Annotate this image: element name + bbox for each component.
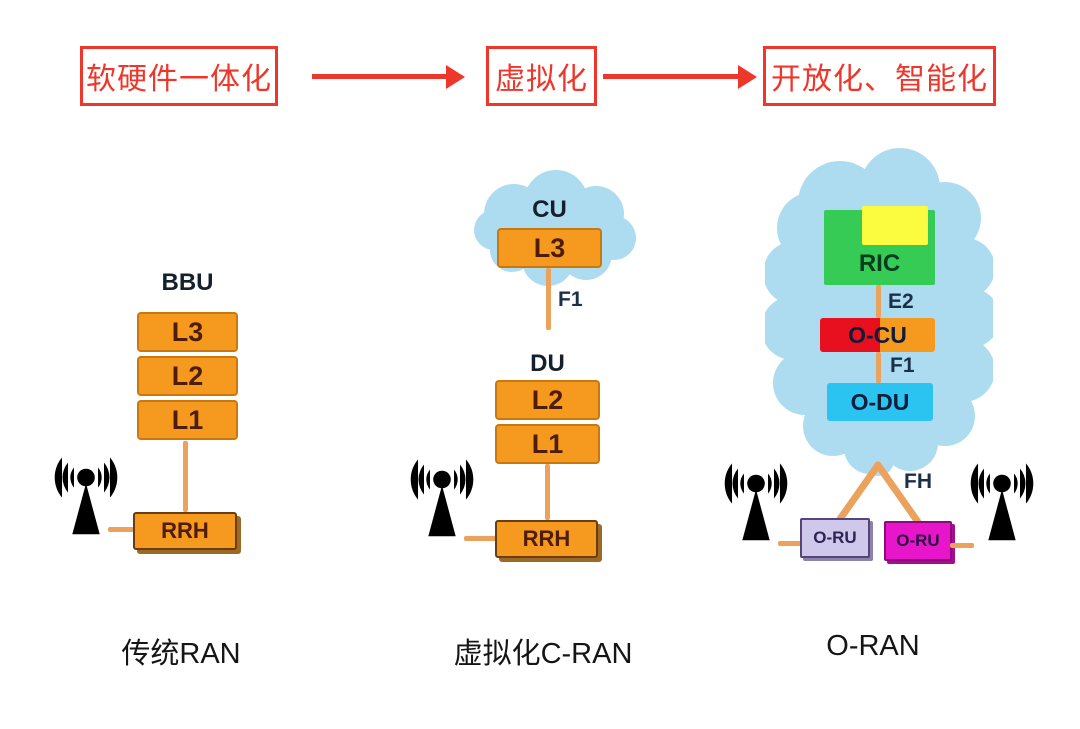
flow-arrow-1-head-icon <box>446 65 465 89</box>
bbu-layer-l2-box: L2 <box>137 356 238 396</box>
caption-oran: O-RAN <box>826 630 920 662</box>
f1-connector-cran <box>546 268 551 330</box>
rrh-box-cran: RRH <box>495 520 598 558</box>
f1-connector-oran <box>876 352 881 383</box>
flow-stage-integrated-hw-sw: 软硬件一体化 <box>80 46 278 106</box>
e2-label: E2 <box>888 290 914 313</box>
antenna-oru-connector-left <box>778 541 802 546</box>
cu-layer-l3-box: L3 <box>497 228 602 268</box>
cu-label: CU <box>532 196 567 223</box>
antenna-icon <box>706 462 806 550</box>
antenna-oru-connector-right <box>950 543 974 548</box>
rrh-box-traditional: RRH <box>133 512 237 550</box>
bbu-label: BBU <box>161 269 214 296</box>
flow-arrow-2-head-icon <box>738 65 757 89</box>
fronthaul-links-icon <box>836 461 922 525</box>
oru-left-box: O-RU <box>800 518 870 558</box>
flow-stage-open-intelligent: 开放化、智能化 <box>763 46 996 106</box>
bbu-rrh-connector <box>183 441 188 512</box>
antenna-icon <box>392 458 492 546</box>
caption-traditional-ran: 传统RAN <box>121 638 241 670</box>
du-layer-l2-box: L2 <box>495 380 600 420</box>
e2-connector <box>876 285 881 318</box>
antenna-rrh-connector-cran <box>464 536 498 541</box>
antenna-rrh-connector <box>108 527 136 532</box>
f1-label-oran: F1 <box>890 354 915 377</box>
flow-stage-virtualization: 虚拟化 <box>486 46 597 106</box>
ric-label: RIC <box>858 250 901 277</box>
caption-virtualized-cran: 虚拟化C-RAN <box>453 638 633 670</box>
f1-label-cran: F1 <box>558 288 583 311</box>
fh-label: FH <box>904 470 932 493</box>
du-label: DU <box>530 350 565 377</box>
antenna-icon <box>952 462 1052 550</box>
du-layer-l1-box: L1 <box>495 424 600 464</box>
odu-box: O-DU <box>827 383 933 421</box>
bbu-layer-l1-box: L1 <box>137 400 238 440</box>
ocu-box: O-CU <box>820 318 935 352</box>
oru-right-box: O-RU <box>884 521 952 561</box>
ric-app-box <box>862 206 928 245</box>
flow-arrow-2-icon <box>603 74 738 79</box>
bbu-layer-l3-box: L3 <box>137 312 238 352</box>
flow-arrow-1-icon <box>312 74 446 79</box>
du-rrh-connector <box>545 464 550 520</box>
